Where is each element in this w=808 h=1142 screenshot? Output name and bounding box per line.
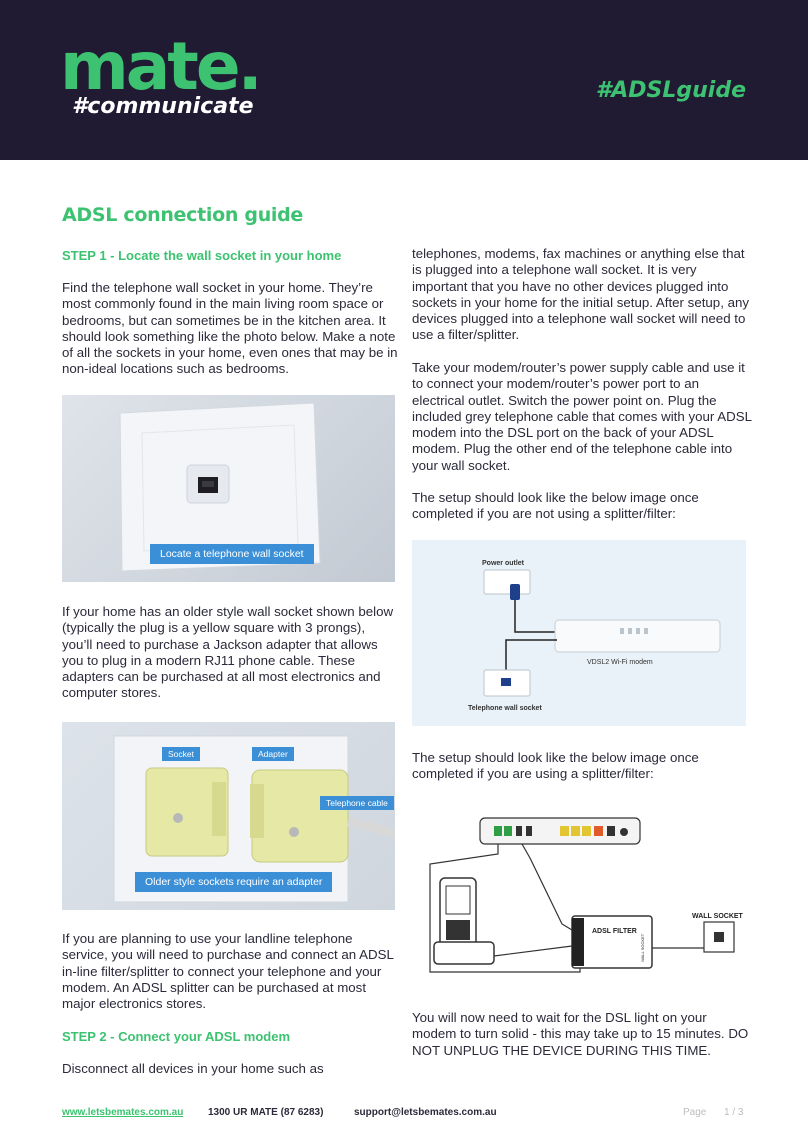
step1-paragraph-1: Find the telephone wall socket in your h…: [62, 280, 398, 377]
photo1-caption: Locate a telephone wall socket: [150, 544, 314, 564]
page-label: Page: [683, 1107, 707, 1118]
logo-tagline: #communicate: [72, 94, 254, 119]
step1-paragraph-2: If your home has an older style wall soc…: [62, 604, 394, 701]
adapter-tag: Adapter: [252, 747, 294, 761]
wall-socket-diagram-label: WALL SOCKET: [692, 913, 744, 920]
step1-heading: STEP 1 - Locate the wall socket in your …: [62, 248, 342, 263]
page-header: mate. #communicate #ADSLguide: [0, 0, 808, 160]
col2-paragraph-4: The setup should look like the below ima…: [412, 750, 699, 782]
col2-paragraph-1: telephones, modems, fax machines or anyt…: [412, 246, 750, 343]
guide-hashtag: #ADSLguide: [595, 78, 746, 103]
filter-label: ADSL FILTER: [592, 928, 637, 935]
older-socket-illustration: [113, 735, 395, 903]
filter-modem-port-label: MODEM: [577, 949, 582, 964]
modem-label: VDSL2 Wi-Fi modem: [587, 659, 653, 666]
filter-phone-port-label: PHONE: [577, 929, 582, 944]
photo2-caption: Older style sockets require an adapter: [135, 872, 333, 892]
filter-wall-port-label: WALL SOCKET: [640, 933, 645, 962]
wall-socket-label: Telephone wall socket: [468, 705, 542, 712]
website-link[interactable]: www.letsbemates.com.au: [62, 1107, 184, 1118]
col2-paragraph-3: The setup should look like the below ima…: [412, 490, 699, 522]
step2-heading: STEP 2 - Connect your ADSL modem: [62, 1029, 291, 1044]
mate-logo: mate.: [60, 28, 263, 105]
support-email[interactable]: support@letsbemates.com.au: [354, 1107, 497, 1118]
wall-socket-photo: Locate a telephone wall socket: [62, 395, 395, 582]
col2-paragraph-2: Take your modem/router’s power supply ca…: [412, 360, 752, 473]
telephone-cable-tag: Telephone cable: [320, 796, 394, 810]
splitter-setup-illustration: ADSL FILTER PHONE MODEM WALL SOCKET WALL…: [429, 817, 744, 973]
col2-paragraph-5: You will now need to wait for the DSL li…: [412, 1010, 749, 1058]
wall-socket-illustration: [119, 402, 321, 572]
setup-without-filter-diagram: Power outlet VDSL2 Wi-Fi modem Telephone…: [412, 540, 746, 726]
page-number: 1 / 3: [724, 1107, 744, 1118]
setup-with-filter-diagram: ADSL FILTER PHONE MODEM WALL SOCKET WALL…: [412, 806, 746, 986]
step1-paragraph-3: If you are planning to use your landline…: [62, 931, 394, 1012]
older-socket-photo: Socket Adapter Telephone cable Older sty…: [62, 722, 395, 910]
step2-paragraph-1: Disconnect all devices in your home such…: [62, 1061, 324, 1076]
power-outlet-label: Power outlet: [482, 560, 525, 567]
page-title: ADSL connection guide: [62, 204, 304, 226]
socket-tag: Socket: [162, 747, 200, 761]
phone-number: 1300 UR MATE (87 6283): [208, 1107, 324, 1118]
modem-setup-illustration: Power outlet VDSL2 Wi-Fi modem Telephone…: [468, 560, 721, 712]
